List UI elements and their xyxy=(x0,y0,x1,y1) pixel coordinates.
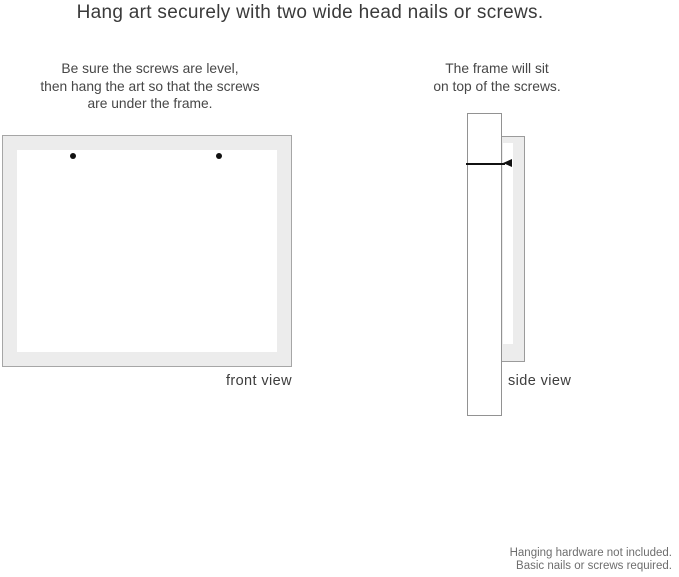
side-view-artwork-panel-inner xyxy=(503,143,513,344)
nail-head-left-icon xyxy=(70,153,76,159)
nail-icon xyxy=(466,158,514,169)
footnote-line: Hanging hardware not included. xyxy=(509,547,672,559)
instruction-line: Be sure the screws are level, xyxy=(61,61,239,76)
side-view-instructions: The frame will sit on top of the screws. xyxy=(407,60,587,95)
nail-shaft xyxy=(466,162,505,165)
front-view-frame xyxy=(2,135,292,367)
page-title: Hang art securely with two wide head nai… xyxy=(76,2,544,23)
front-view-instructions: Be sure the screws are level, then hang … xyxy=(0,60,300,113)
front-view-label: front view xyxy=(225,373,292,389)
hardware-footnote: Hanging hardware not included. Basic nai… xyxy=(510,547,672,573)
instruction-line: are under the frame. xyxy=(87,96,213,111)
nail-head xyxy=(503,159,512,167)
instruction-line: then hang the art so that the screws xyxy=(40,78,260,94)
side-view-label: side view xyxy=(508,373,572,389)
instruction-line: on top of the screws. xyxy=(433,78,561,94)
side-view-artwork-panel xyxy=(501,136,525,362)
front-view-frame-opening xyxy=(17,150,277,352)
instruction-line: The frame will sit xyxy=(445,61,549,76)
footnote-line: Basic nails or screws required. xyxy=(516,560,672,572)
nail-head-right-icon xyxy=(216,153,222,159)
